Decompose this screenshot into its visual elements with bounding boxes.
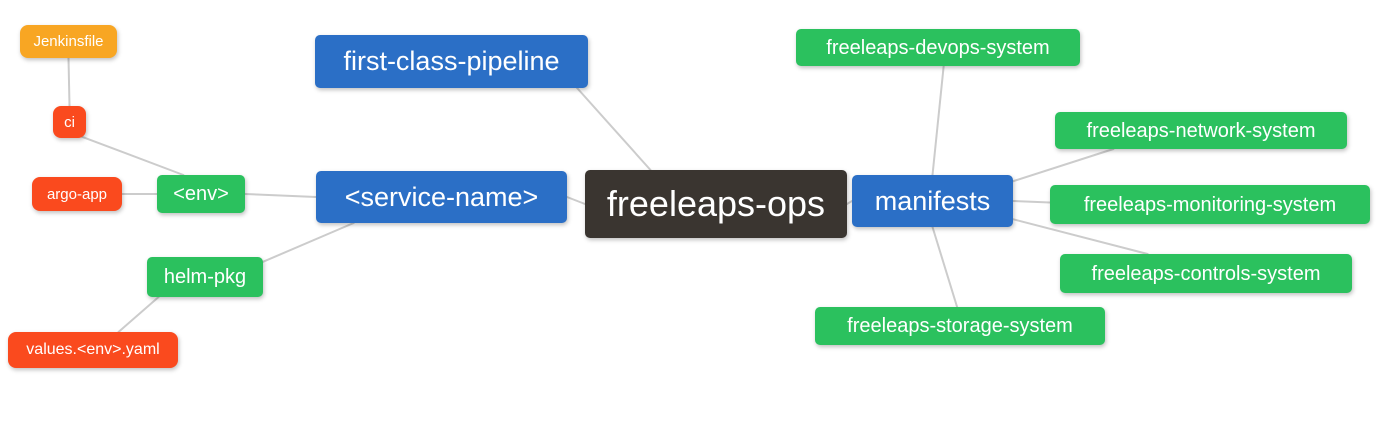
edge-manifests-monitoring_system	[1012, 200, 1051, 204]
node-first-class-pipeline[interactable]: first-class-pipeline	[315, 35, 588, 88]
node-freeleaps-monitoring-system[interactable]: freeleaps-monitoring-system	[1050, 185, 1370, 224]
node-freeleaps-storage-system[interactable]: freeleaps-storage-system	[815, 307, 1105, 345]
edge-first_class_pipeline-root	[576, 87, 652, 171]
node-freeleaps-controls-system[interactable]: freeleaps-controls-system	[1060, 254, 1352, 293]
node-values-env-yaml[interactable]: values.<env>.yaml	[8, 332, 178, 368]
edge-env-service_name	[244, 193, 317, 198]
node-ci[interactable]: ci	[53, 106, 86, 138]
node-service-name[interactable]: <service-name>	[316, 171, 567, 223]
edge-ci-env	[80, 135, 185, 176]
edge-manifests-devops_system	[931, 65, 945, 176]
node-helm-pkg[interactable]: helm-pkg	[147, 257, 263, 297]
edge-manifests-network_system	[1012, 148, 1115, 183]
node-env[interactable]: <env>	[157, 175, 245, 213]
edge-manifests-controls_system	[1012, 218, 1149, 255]
node-freeleaps-ops-root[interactable]: freeleaps-ops	[585, 170, 847, 238]
node-freeleaps-network-system[interactable]: freeleaps-network-system	[1055, 112, 1347, 149]
edge-helm_pkg-values_env_yaml	[117, 296, 160, 333]
node-argo-app[interactable]: argo-app	[32, 177, 122, 211]
edge-jenkinsfile-ci	[67, 57, 71, 107]
node-manifests[interactable]: manifests	[852, 175, 1013, 227]
node-freeleaps-devops-system[interactable]: freeleaps-devops-system	[796, 29, 1080, 66]
node-jenkinsfile[interactable]: Jenkinsfile	[20, 25, 117, 58]
edge-service_name-root	[566, 196, 586, 205]
edge-service_name-helm_pkg	[262, 222, 355, 263]
edge-manifests-storage_system	[931, 226, 959, 308]
